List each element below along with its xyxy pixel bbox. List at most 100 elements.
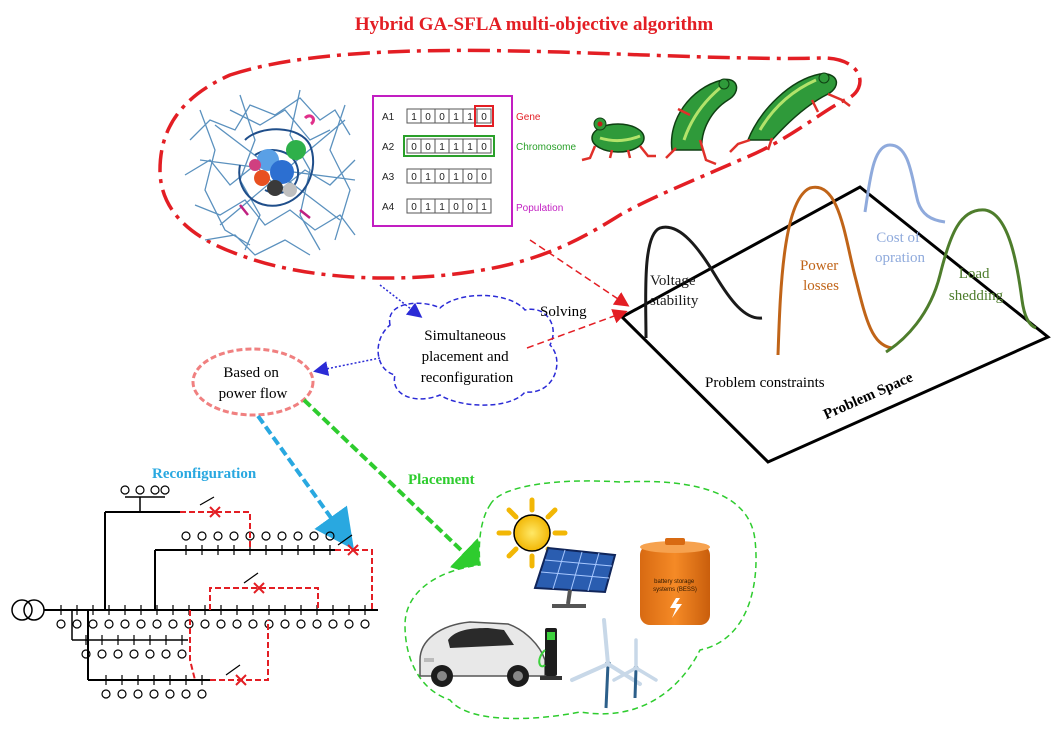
bus-node	[136, 619, 146, 629]
molecule-icon	[184, 89, 356, 256]
frog-icon	[581, 117, 656, 162]
cost-of-operation-curve	[863, 143, 946, 224]
bus-node	[88, 619, 98, 629]
bus-node	[101, 689, 111, 699]
gene-bit: 1	[439, 142, 445, 153]
voltage-stability-label: Voltage stability	[650, 273, 699, 309]
bus-node	[309, 531, 319, 541]
bus-node	[150, 485, 160, 495]
gene-bit: 0	[481, 142, 487, 153]
gene-bit: 1	[425, 202, 431, 213]
chromosome-row-label: A4	[382, 202, 395, 213]
bus-node	[213, 531, 223, 541]
gene-bit: 0	[481, 172, 487, 183]
frog-jumping-icon	[665, 78, 738, 166]
arrow-loop-to-cloud	[379, 284, 423, 318]
arrow-placement	[302, 398, 493, 581]
chromosome-row-label: A1	[382, 112, 395, 123]
gene-bit: 0	[411, 172, 417, 183]
gene-bit: 1	[467, 142, 473, 153]
gene-bit: 0	[439, 172, 445, 183]
problem-space-plane	[619, 185, 1051, 464]
bus-node	[328, 619, 338, 629]
bus-node	[181, 689, 191, 699]
battery-icon: battery storage systems (BESS)	[640, 538, 710, 625]
bus-node	[104, 619, 114, 629]
gene-cell	[476, 108, 492, 124]
arrow-solving	[526, 309, 628, 349]
voltage-stability-curve	[644, 225, 763, 339]
bus-node	[216, 619, 226, 629]
bus-node	[81, 649, 91, 659]
placement-label: Placement	[408, 472, 475, 488]
bus-node	[360, 619, 370, 629]
gene-cell	[476, 198, 492, 214]
bus-node	[232, 619, 242, 629]
sun-icon	[496, 497, 568, 569]
diagram-title: Hybrid GA-SFLA multi-objective algorithm	[355, 14, 714, 35]
power-flow-label: Based on power flow	[219, 365, 288, 402]
solving-label: Solving	[540, 304, 587, 320]
bus-node	[120, 485, 130, 495]
bus-node	[72, 619, 82, 629]
solar-panel-icon	[533, 546, 617, 608]
bus-node	[133, 689, 143, 699]
gene-bit: 0	[467, 202, 473, 213]
gene-bit: 0	[411, 202, 417, 213]
electric-car-icon	[419, 621, 546, 687]
wind-turbine-small-icon	[612, 638, 658, 699]
bus-node	[261, 531, 271, 541]
bus-node	[117, 689, 127, 699]
battery-label: battery storage systems (BESS)	[653, 579, 697, 593]
gene-bit: 1	[467, 112, 473, 123]
gene-cell	[476, 138, 492, 154]
bus-node	[312, 619, 322, 629]
bus-node	[280, 619, 290, 629]
simultaneous-cloud	[377, 294, 558, 406]
wind-turbine-icon	[570, 618, 642, 709]
bus-node	[149, 689, 159, 699]
bus-node	[152, 619, 162, 629]
gene-bit: 1	[453, 172, 459, 183]
gene-bit: 0	[411, 142, 417, 153]
gene-bit: 0	[425, 112, 431, 123]
gene-label: Gene	[516, 112, 541, 123]
bus-node	[325, 531, 335, 541]
chromosome-highlight	[403, 135, 495, 157]
bus-node	[135, 485, 145, 495]
bus-node	[229, 531, 239, 541]
gene-bit: 0	[439, 112, 445, 123]
arrow-cloud-to-powerflow	[313, 357, 381, 376]
load-shedding-curve	[885, 208, 1037, 354]
bus-node	[113, 649, 123, 659]
gene-bit: 1	[481, 202, 487, 213]
gene-cell	[476, 168, 492, 184]
frog-leaping-icon	[729, 72, 851, 153]
bus-node	[161, 649, 171, 659]
arrow-reconfiguration	[256, 414, 354, 550]
gene-bit: 0	[481, 112, 487, 123]
bus-node	[160, 485, 170, 495]
bus-node	[296, 619, 306, 629]
bus-node	[165, 689, 175, 699]
gene-bit: 1	[439, 202, 445, 213]
gene-bit: 1	[453, 142, 459, 153]
bus-node	[200, 619, 210, 629]
bus-node	[129, 649, 139, 659]
chromosome-row-label: A2	[382, 142, 395, 153]
bus-node	[97, 649, 107, 659]
bus-node	[181, 531, 191, 541]
bus-node	[293, 531, 303, 541]
bus-node	[120, 619, 130, 629]
distribution-network	[11, 485, 378, 699]
gene-bit: 0	[425, 142, 431, 153]
ev-charger-icon	[538, 628, 562, 680]
power-losses-curve	[776, 185, 893, 356]
reconfiguration-label: Reconfiguration	[152, 466, 257, 482]
bus-node	[177, 649, 187, 659]
bus-node	[145, 649, 155, 659]
problem-constraints-label: Problem constraints	[705, 375, 825, 391]
bus-node	[277, 531, 287, 541]
gene-bit: 1	[425, 172, 431, 183]
